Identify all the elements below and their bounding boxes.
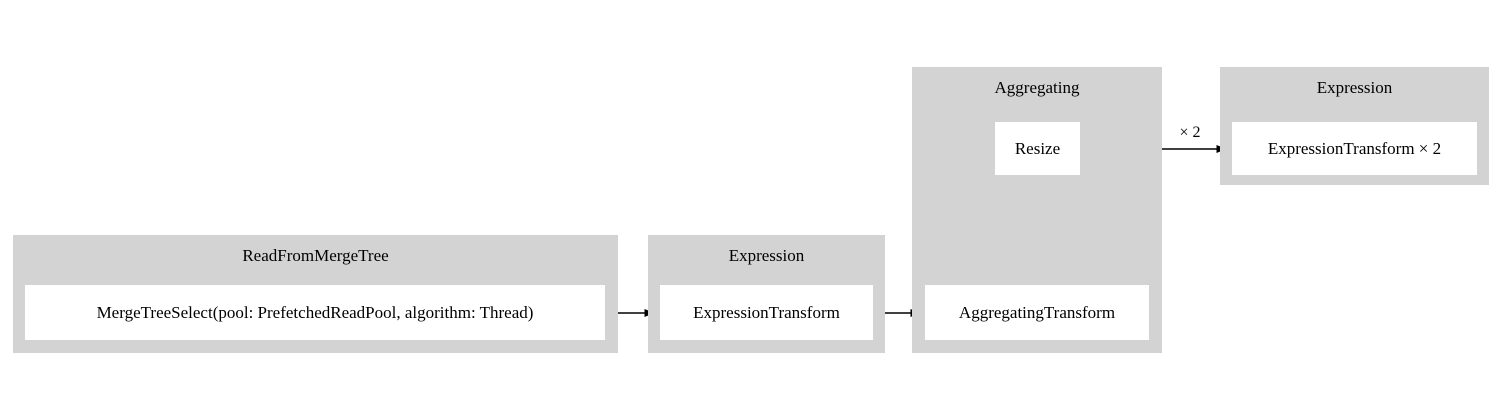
edge-label-times-2: × 2: [1179, 124, 1201, 141]
node-expression-transform-1[interactable]: ExpressionTransform: [660, 285, 873, 340]
node-expression-transform-2[interactable]: ExpressionTransform × 2: [1232, 122, 1477, 175]
node-merge-tree-select[interactable]: MergeTreeSelect(pool: PrefetchedReadPool…: [25, 285, 605, 340]
cluster-title-read-from-merge-tree: ReadFromMergeTree: [242, 246, 389, 265]
cluster-title-expression-1: Expression: [728, 246, 805, 265]
node-aggregating-transform[interactable]: AggregatingTransform: [925, 285, 1149, 340]
node-resize[interactable]: Resize: [995, 122, 1080, 175]
cluster-title-expression-2: Expression: [1316, 78, 1393, 97]
cluster-title-aggregating: Aggregating: [994, 78, 1080, 97]
